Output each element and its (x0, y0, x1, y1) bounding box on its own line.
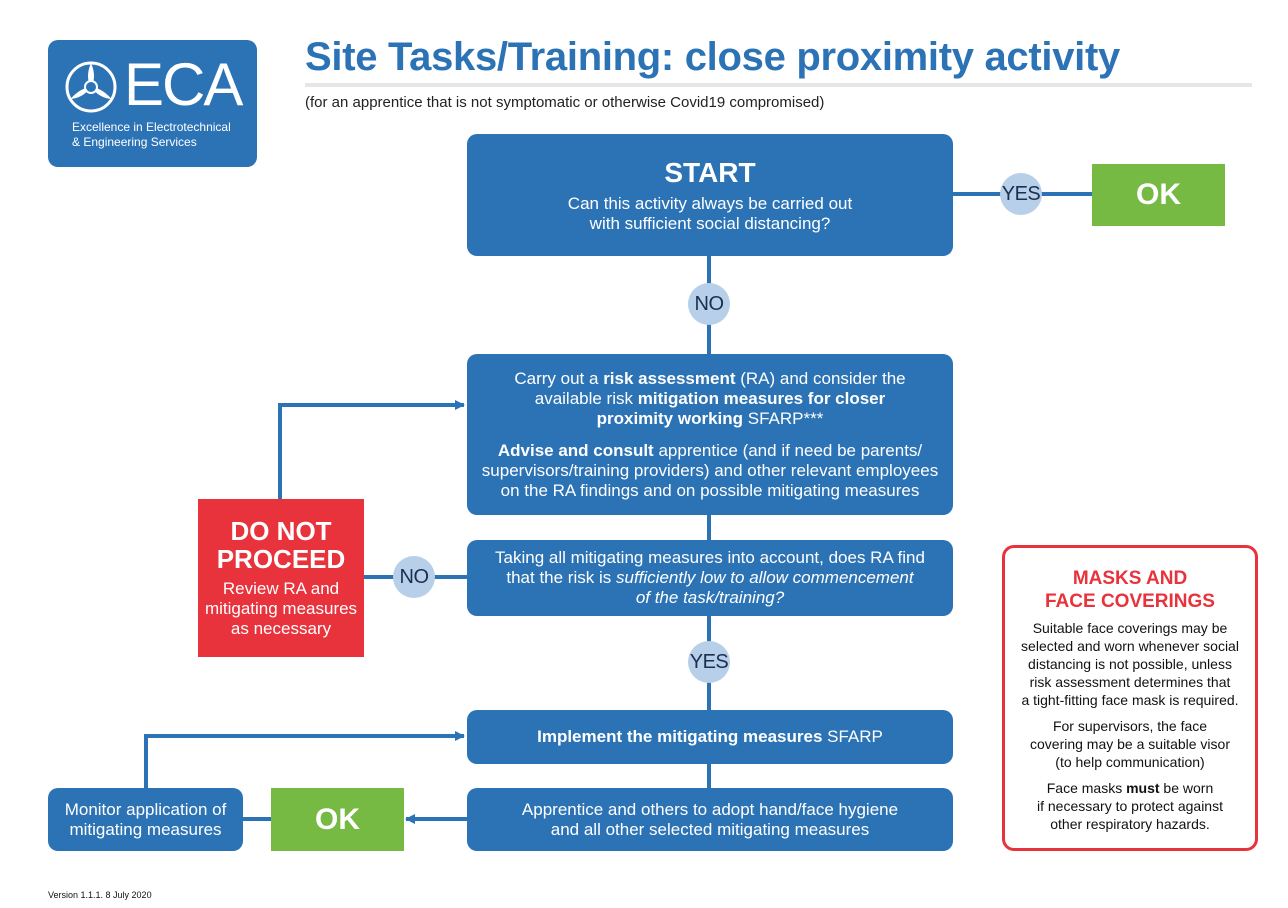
logo-name: ECA (124, 51, 243, 118)
risk-line-1: Carry out a risk assessment (RA) and con… (514, 369, 905, 389)
monitor-box[interactable]: Monitor application of mitigating measur… (48, 788, 243, 851)
implement-text-bold: Implement the mitigating measures (537, 727, 823, 746)
implement-line: Implement the mitigating measures SFARP (537, 727, 883, 747)
question-line-3: of the task/training? (636, 588, 784, 608)
do-not-proceed-box[interactable]: DO NOT PROCEED Review RA and mitigating … (198, 499, 364, 657)
start-box[interactable]: START Can this activity always be carrie… (467, 134, 953, 256)
connector-monitor-implement (144, 731, 465, 788)
masks-p3-line-3: other respiratory hazards. (1050, 816, 1210, 832)
version-note: Version 1.1.1. 8 July 2020 (48, 890, 152, 900)
dnp-line-5: as necessary (230, 619, 332, 638)
risk-line-3: proximity working SFARP*** (597, 409, 824, 429)
risk-text-5: mitigation measures for closer (637, 388, 886, 408)
hygiene-line-1: Apprentice and others to adopt hand/face… (521, 799, 899, 819)
masks-p2-line: For supervisors, the face (1052, 718, 1208, 734)
consult-text-1: Advise and consult (497, 440, 654, 460)
yes-badge-start: YES (1000, 173, 1042, 215)
ok-box-bottom[interactable]: OK (271, 788, 404, 851)
question-text-3: of the task/training? (635, 588, 785, 607)
dnp-heading-1: DO NOT (230, 516, 332, 546)
start-line-1: Can this activity always be carried out (567, 194, 853, 213)
page-subtitle: (for an apprentice that is not symptomat… (305, 94, 825, 111)
implement-box[interactable]: Implement the mitigating measures SFARP (467, 710, 953, 764)
masks-panel: MASKS AND FACE COVERINGS Suitable face c… (1002, 545, 1258, 851)
monitor-line-2: mitigating measures (69, 819, 222, 839)
masks-paragraph-1: Suitable face coverings may be selected … (1005, 619, 1255, 709)
masks-p3-text-1: Face masks (1046, 780, 1127, 796)
risk-text-1: Carry out a (514, 368, 604, 388)
masks-p3-text-2: must (1126, 780, 1160, 796)
monitor-line-1: Monitor application of (64, 799, 227, 819)
ok-box-start[interactable]: OK (1092, 164, 1225, 226)
hygiene-line-2: and all other selected mitigating measur… (550, 819, 870, 839)
consult-line-1: Advise and consult apprentice (and if ne… (498, 441, 922, 461)
risk-text-6: proximity working (596, 408, 744, 428)
masks-p2-line: (to help communication) (1055, 754, 1205, 770)
no-badge-start: NO (688, 283, 730, 325)
masks-p3-line-2: if necessary to protect against (1037, 798, 1223, 814)
start-line-2: with sufficient social distancing? (589, 214, 831, 233)
masks-p3-text-3: be worn (1159, 780, 1214, 796)
connector-dnp-risk (278, 400, 465, 499)
masks-p1-line: risk assessment determines that (1029, 674, 1231, 690)
masks-title-2: FACE COVERINGS (1045, 591, 1215, 612)
risk-text-2: risk assessment (603, 368, 736, 388)
masks-paragraph-2: For supervisors, the face covering may b… (1005, 717, 1255, 771)
masks-title-1: MASKS AND (1072, 568, 1188, 589)
masks-p1-line: Suitable face coverings may be (1032, 620, 1228, 636)
logo-tagline-1: Excellence in Electrotechnical (72, 120, 231, 134)
dnp-line-4: mitigating measures (204, 599, 358, 618)
eca-logo[interactable]: ECA Excellence in Electrotechnical & Eng… (48, 40, 257, 167)
masks-p1-line: a tight-fitting face mask is required. (1021, 692, 1239, 708)
yes-badge-question: YES (688, 641, 730, 683)
no-badge-question: NO (393, 556, 435, 598)
question-text-2: sufficiently low to allow commencement (615, 568, 914, 587)
masks-p1-line: selected and worn whenever social (1021, 638, 1239, 654)
question-line-2: that the risk is sufficiently low to all… (506, 568, 913, 588)
masks-p1-line: distancing is not possible, unless (1028, 656, 1232, 672)
consult-line-2: supervisors/training providers) and othe… (481, 460, 939, 480)
consult-line-3: on the RA findings and on possible mitig… (500, 480, 920, 500)
implement-text-rest: SFARP (822, 727, 883, 746)
start-heading: START (664, 157, 756, 188)
risk-text-4: available risk (534, 388, 638, 408)
logo-tagline-2: & Engineering Services (72, 135, 197, 149)
risk-question-box[interactable]: Taking all mitigating measures into acco… (467, 540, 953, 616)
risk-assessment-box[interactable]: Carry out a risk assessment (RA) and con… (467, 354, 953, 515)
risk-text-3: (RA) and consider the (735, 368, 906, 388)
masks-p3-line-1: Face masks must be worn (1005, 779, 1255, 797)
dnp-heading-2: PROCEED (216, 544, 346, 574)
title-underline (305, 83, 1252, 87)
risk-line-2: available risk mitigation measures for c… (535, 389, 886, 409)
masks-p2-line: covering may be a suitable visor (1030, 736, 1230, 752)
hygiene-box[interactable]: Apprentice and others to adopt hand/face… (467, 788, 953, 851)
consult-text-2: apprentice (and if need be parents/ (653, 440, 923, 460)
question-line-1: Taking all mitigating measures into acco… (495, 548, 925, 567)
risk-text-7: SFARP*** (743, 408, 824, 428)
masks-paragraph-3: Face masks must be worn if necessary to … (1005, 779, 1255, 833)
page-title: Site Tasks/Training: close proximity act… (305, 35, 1120, 79)
dnp-line-3: Review RA and (222, 579, 340, 598)
question-text-1: that the risk is (506, 568, 616, 587)
eca-emblem-icon (65, 61, 117, 113)
